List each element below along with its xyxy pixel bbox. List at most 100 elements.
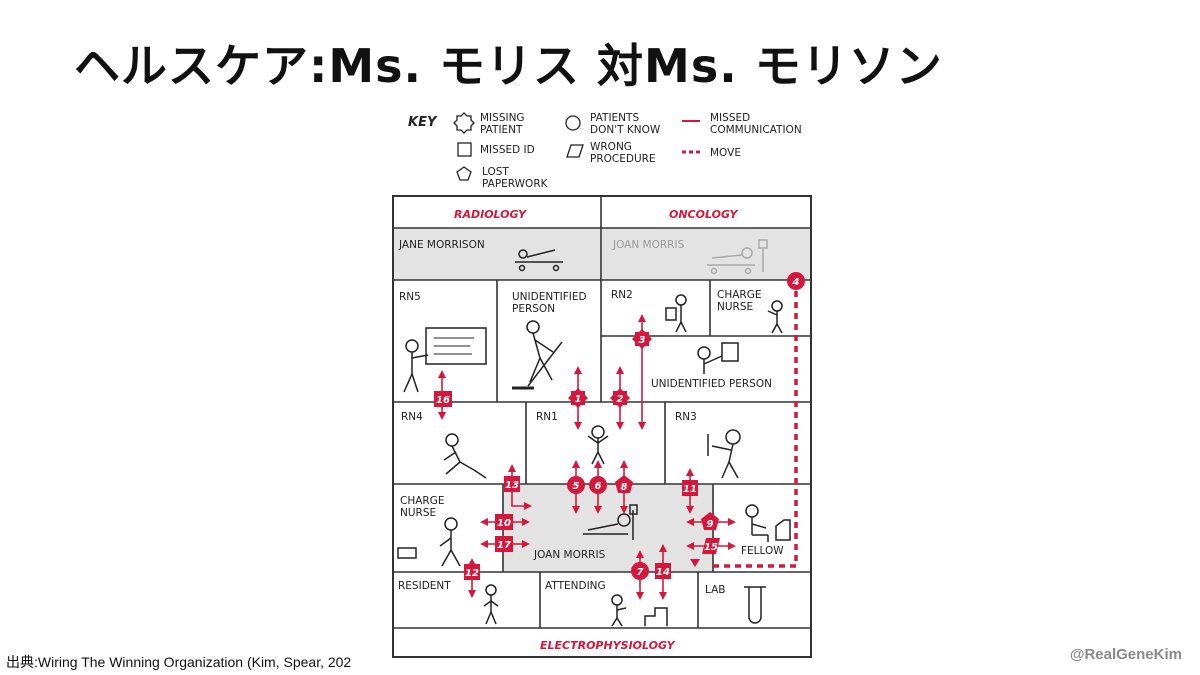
room-rn4: RN4 bbox=[401, 411, 423, 423]
svg-text:2: 2 bbox=[617, 394, 624, 405]
room-charge-nurse-line2: NURSE bbox=[400, 507, 436, 519]
legend-missed-id: MISSED ID bbox=[480, 144, 535, 156]
gurney-joan-morris-oncology-icon bbox=[707, 239, 768, 275]
charge-nurse-ep-figure-icon bbox=[397, 517, 461, 567]
legend-missing-patient-line2: PATIENT bbox=[480, 124, 523, 136]
room-unidentified-person-oncology: UNIDENTIFIED PERSON bbox=[651, 378, 772, 390]
badge-9: 9 bbox=[701, 512, 719, 530]
department-oncology: ONCOLOGY bbox=[669, 208, 739, 221]
fellow-figure-icon bbox=[745, 504, 791, 542]
room-attending: ATTENDING bbox=[545, 580, 606, 592]
svg-text:7: 7 bbox=[637, 567, 644, 578]
attending-figure-icon bbox=[611, 594, 668, 627]
badge-16: 16 bbox=[434, 391, 452, 407]
badge-12: 12 bbox=[464, 564, 480, 580]
legend-wrong-procedure-line1: WRONG bbox=[590, 141, 632, 153]
badge-5: 5 bbox=[567, 476, 585, 494]
gurney-joan-morris-ep-icon bbox=[583, 504, 638, 540]
svg-text:12: 12 bbox=[465, 568, 479, 579]
room-charge-nurse-oncology-line2: NURSE bbox=[717, 301, 753, 313]
room-rn3: RN3 bbox=[675, 411, 697, 423]
author-handle: @RealGeneKim bbox=[1069, 646, 1182, 663]
svg-text:11: 11 bbox=[683, 484, 697, 495]
svg-text:8: 8 bbox=[621, 482, 628, 493]
badge-10: 10 bbox=[495, 514, 513, 530]
svg-text:1: 1 bbox=[575, 394, 582, 405]
rn1-figure-icon bbox=[587, 425, 609, 465]
svg-text:10: 10 bbox=[497, 518, 511, 529]
legend-patients-dont-know-line2: DON'T KNOW bbox=[590, 124, 661, 136]
badge-2: 2 bbox=[610, 388, 630, 408]
issue-badges: 1 2 3 4 5 6 7 8 bbox=[434, 272, 805, 580]
room-charge-nurse-line1: CHARGE bbox=[400, 495, 444, 507]
svg-text:9: 9 bbox=[707, 519, 714, 530]
room-lab: LAB bbox=[705, 584, 725, 596]
legend-move: MOVE bbox=[710, 147, 741, 159]
badge-7: 7 bbox=[631, 562, 649, 580]
gurney-jane-morrison-icon bbox=[515, 249, 563, 272]
badge-3: 3 bbox=[632, 329, 652, 349]
room-unidentified-person-line1: UNIDENTIFIED bbox=[512, 291, 587, 303]
svg-text:6: 6 bbox=[595, 481, 602, 492]
legend-missed-communication-line2: COMMUNICATION bbox=[710, 124, 802, 136]
legend-lost-paperwork-line2: PAPERWORK bbox=[482, 178, 549, 190]
legend-patients-dont-know-line1: PATIENTS bbox=[590, 112, 639, 124]
move-arrowhead bbox=[690, 559, 700, 567]
legend-missed-communication-line1: MISSED bbox=[710, 112, 750, 124]
room-jane-morrison: JANE MORRISON bbox=[398, 239, 485, 251]
badge-17: 17 bbox=[495, 536, 513, 552]
svg-text:17: 17 bbox=[497, 540, 511, 551]
svg-text:4: 4 bbox=[792, 277, 800, 288]
missing-patient-icon bbox=[453, 112, 475, 134]
department-radiology: RADIOLOGY bbox=[454, 208, 527, 221]
badge-8: 8 bbox=[615, 475, 633, 493]
floor-plan: RADIOLOGY ONCOLOGY ELECTROPHYSIOLOGY JAN… bbox=[392, 195, 812, 658]
legend-title: KEY bbox=[408, 115, 438, 130]
svg-text:5: 5 bbox=[573, 481, 580, 492]
badge-14: 14 bbox=[655, 563, 671, 579]
unidentified-person-mop-icon bbox=[512, 320, 563, 390]
missed-id-icon bbox=[457, 142, 472, 157]
source-citation: 出典:Wiring The Winning Organization (Kim,… bbox=[6, 654, 352, 670]
room-rn1: RN1 bbox=[536, 411, 558, 423]
rn4-figure-icon bbox=[443, 433, 487, 479]
resident-figure-icon bbox=[483, 584, 499, 625]
room-charge-nurse-oncology-line1: CHARGE bbox=[717, 289, 761, 301]
badge-11: 11 bbox=[682, 480, 698, 496]
rn2-figure-icon bbox=[665, 294, 687, 333]
room-fellow: FELLOW bbox=[741, 545, 784, 557]
room-rn2: RN2 bbox=[611, 289, 633, 301]
legend-missing-patient-line1: MISSING bbox=[480, 112, 525, 124]
unidentified-person-oncology-figure-icon bbox=[697, 342, 739, 374]
room-rn5: RN5 bbox=[399, 291, 421, 303]
room-resident: RESIDENT bbox=[398, 580, 451, 592]
slide-title: ヘルスケア:Ms. モリス 対Ms. モリソン bbox=[74, 39, 943, 93]
badge-1: 1 bbox=[568, 388, 588, 408]
badge-13: 13 bbox=[504, 476, 520, 492]
room-joan-morris-ep: JOAN MORRIS bbox=[533, 549, 606, 561]
move-path bbox=[710, 280, 798, 568]
legend: KEY MISSING PATIENT PATIENTS DON'T KNOW … bbox=[408, 112, 802, 190]
legend-wrong-procedure-line2: PROCEDURE bbox=[590, 153, 656, 165]
legend-lost-paperwork-line1: LOST bbox=[482, 166, 509, 178]
rn5-figure-icon bbox=[403, 327, 487, 393]
patients-dont-know-icon bbox=[565, 115, 581, 131]
lab-test-tube-icon bbox=[744, 586, 766, 624]
lost-paperwork-icon bbox=[456, 166, 472, 181]
svg-text:15: 15 bbox=[704, 542, 718, 553]
figure-sketches bbox=[397, 239, 791, 627]
svg-text:14: 14 bbox=[656, 567, 670, 578]
badge-6: 6 bbox=[589, 476, 607, 494]
room-joan-morris-oncology: JOAN MORRIS bbox=[612, 239, 685, 251]
wrong-procedure-icon bbox=[566, 144, 584, 158]
badge-15: 15 bbox=[702, 538, 720, 554]
room-unidentified-person-line2: PERSON bbox=[512, 303, 555, 315]
badge-4: 4 bbox=[787, 272, 805, 290]
charge-nurse-oncology-figure-icon bbox=[767, 300, 783, 334]
rn3-figure-icon bbox=[707, 429, 741, 479]
svg-text:13: 13 bbox=[505, 480, 519, 491]
svg-text:3: 3 bbox=[639, 335, 646, 346]
svg-text:16: 16 bbox=[436, 395, 450, 406]
department-electrophysiology: ELECTROPHYSIOLOGY bbox=[540, 639, 676, 652]
